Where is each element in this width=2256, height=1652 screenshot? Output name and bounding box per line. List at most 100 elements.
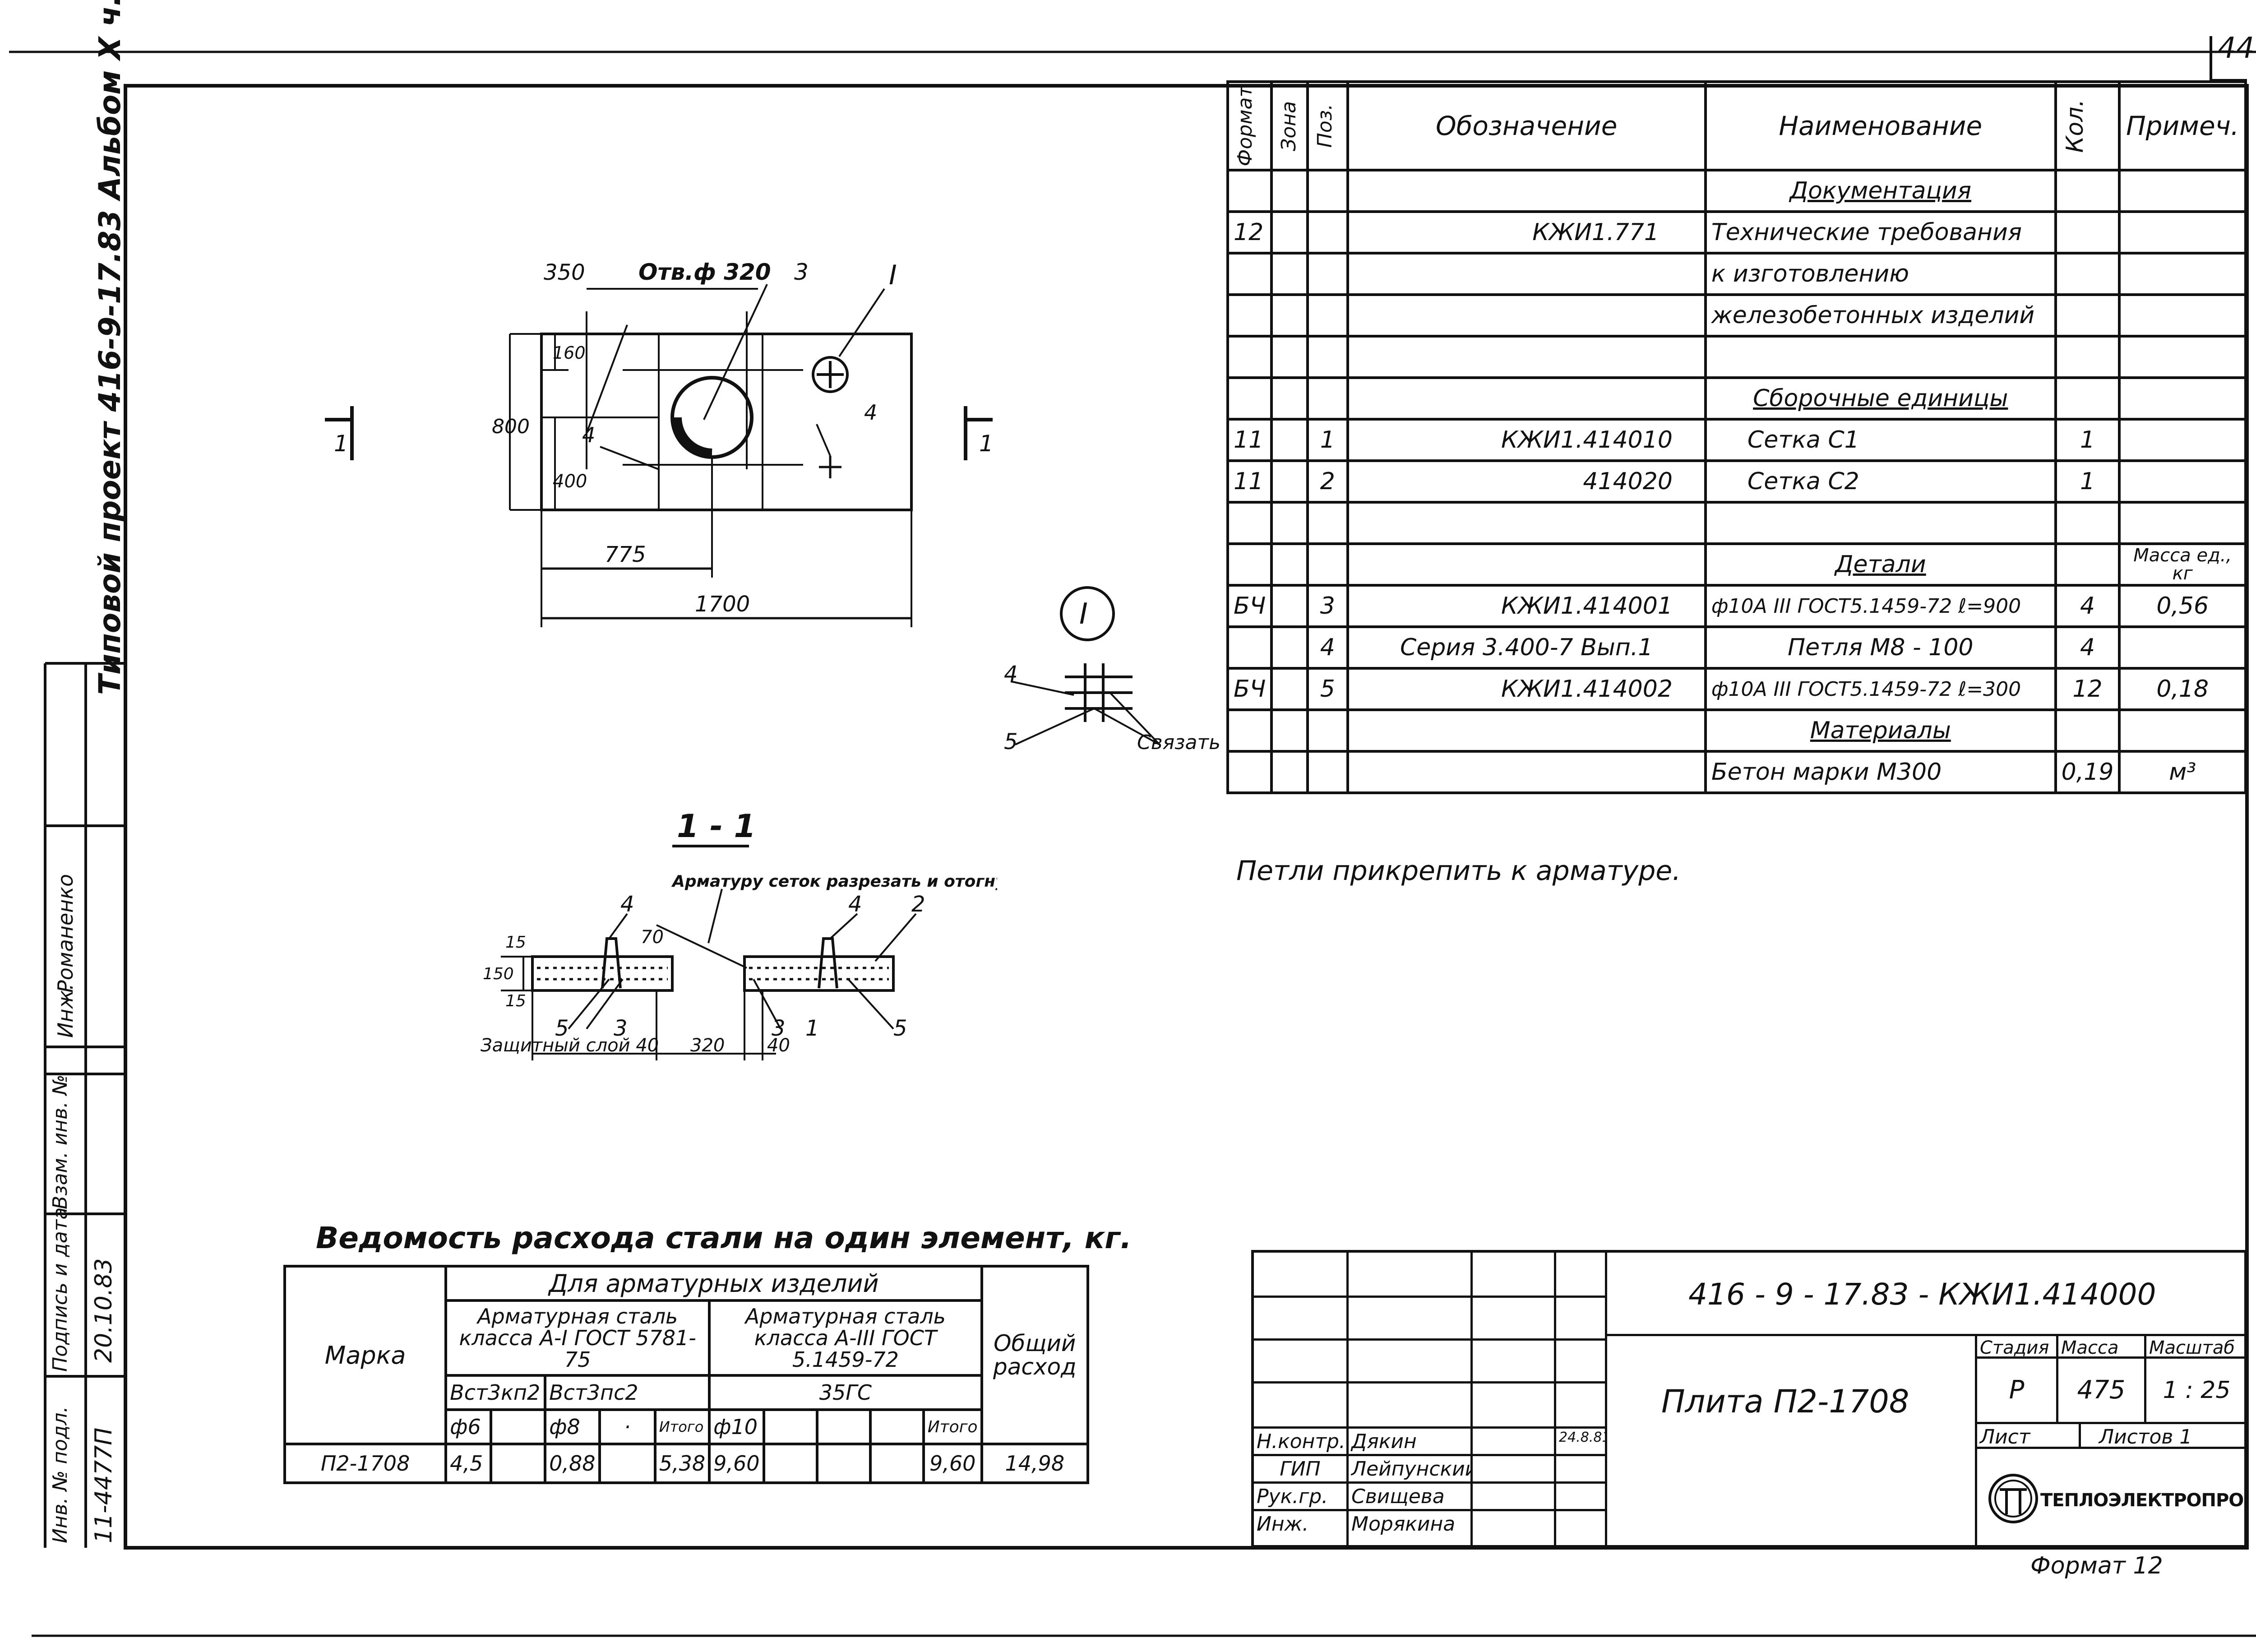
staff-name-2: Свищева	[1346, 1481, 1473, 1511]
sheet-title: Плита П2-1708	[1605, 1334, 1977, 1548]
doc-code: 416 - 9 - 17.83 - КЖИ1.414000	[1605, 1253, 2247, 1336]
staff-sign-1	[1470, 1454, 1556, 1484]
scale-label: Масштаб	[2144, 1334, 2247, 1359]
detail-pos4: 4	[1004, 662, 1018, 687]
staff-date-1	[1554, 1454, 1607, 1484]
hdr-pos: Поз.	[1313, 104, 1336, 148]
sign-value: 20.10.83	[90, 1258, 117, 1363]
inv-value: 11-4477П	[90, 1427, 117, 1543]
detail-I: I 4 5 Связать	[1004, 586, 1220, 754]
sec-pos3-b: 3	[772, 1016, 786, 1041]
steel-h-mark: Марка	[283, 1265, 448, 1445]
org-logo-icon	[1988, 1474, 2038, 1523]
steel-h-d6: ф6	[444, 1408, 493, 1445]
steel-h-35gs: 35ГС	[708, 1374, 983, 1411]
section-1-1: 1 - 1 Арматуру сеток разрезать и отогнут…	[481, 808, 997, 1060]
section-heading: Детали	[1835, 551, 1926, 578]
steel-h-a1: Арматурная сталь класса А-I ГОСТ 5781-75	[444, 1299, 711, 1377]
inv-label: Инв. № подл.	[49, 1406, 72, 1543]
loop-note: Петли прикрепить к арматуре.	[1236, 855, 1681, 887]
specification-table: Формат Зона Поз. Обозначение Наименовани…	[1226, 80, 2247, 794]
mass-value: 475	[2056, 1356, 2146, 1424]
pos4-right: 4	[864, 400, 877, 425]
cut-right: 1	[979, 430, 994, 457]
hdr-format: Формат	[1234, 85, 1257, 167]
protective-layer: Защитный слой 40	[481, 1035, 659, 1056]
sec-pos2: 2	[911, 892, 925, 917]
sec-dim-15-bot: 15	[505, 992, 526, 1010]
detail-title: I	[1079, 597, 1088, 631]
staff-sign-0	[1470, 1426, 1556, 1456]
sec-pos3-a: 3	[614, 1016, 628, 1041]
section-title: 1 - 1	[677, 808, 756, 845]
pos4-left: 4	[582, 423, 595, 447]
hdr-note: Примеч.	[2118, 80, 2247, 171]
steel-h-total: Общий расход	[980, 1265, 1090, 1445]
table-row	[1226, 501, 2247, 545]
section-note: Арматуру сеток разрезать и отогнуть	[671, 872, 997, 891]
dim-775: 775	[605, 542, 646, 567]
sec-dim-15-top: 15	[505, 933, 526, 952]
table-row: железобетонных изделий	[1226, 293, 2247, 338]
steel-h-itogo2: Итого	[922, 1408, 983, 1445]
sec-dim-70: 70	[641, 927, 664, 948]
vzam-label: Взам. инв. №	[49, 1074, 72, 1209]
sec-pos1: 1	[805, 1016, 819, 1041]
steel-table: Марка Для арматурных изделий Общий расхо…	[283, 1265, 1090, 1484]
sec-pos4-a: 4	[620, 892, 634, 917]
steel-table-title: Ведомость расхода стали на один элемент,…	[316, 1221, 1132, 1255]
title-block: Н.контр. Дякин 24.8.81 ГИП Лейпунский Ру…	[1251, 1250, 2247, 1548]
staff-date-3	[1554, 1509, 1607, 1548]
sec-dim-150: 150	[483, 965, 514, 983]
sec-pos5-b: 5	[893, 1016, 907, 1041]
section-heading: Материалы	[1810, 717, 1951, 744]
dim-1700: 1700	[695, 592, 750, 617]
org-name: ТЕПЛОЭЛЕКТРОПРОЕКТ	[2040, 1490, 2247, 1511]
sec-dim-320: 320	[690, 1035, 725, 1056]
callout-I: I	[889, 259, 897, 291]
staff-name-3: Морякина	[1346, 1509, 1473, 1548]
staff-sign-2	[1470, 1481, 1556, 1511]
steel-h-dot: ·	[598, 1408, 656, 1445]
staff-name: Романенко	[53, 874, 78, 993]
hdr-designation: Обозначение	[1346, 80, 1707, 171]
project-title: Типовой проект 416-9-17.83 Альбом X ч.2	[92, 0, 127, 695]
hdr-name: Наименование	[1704, 80, 2057, 171]
format-label: Формат 12	[2030, 1552, 2163, 1579]
staff-role-2: Рук.гр.	[1254, 1481, 1349, 1511]
scale-value: 1 : 25	[2144, 1356, 2247, 1424]
stage-value: Р	[1975, 1356, 2058, 1424]
mass-label: Масса	[2056, 1334, 2146, 1359]
staff-name-1: Лейпунский	[1346, 1454, 1473, 1484]
sheet-label: Лист	[1975, 1422, 2081, 1449]
staff-sign-3	[1470, 1509, 1556, 1548]
hdr-qty: Кол.	[2061, 99, 2089, 153]
steel-h-vst3ps2: Вст3пс2	[544, 1374, 711, 1411]
spec-header-row: Формат Зона Поз. Обозначение Наименовани…	[1226, 80, 2247, 171]
sec-dim-40: 40	[767, 1035, 790, 1056]
section-heading: Сборочные единицы	[1753, 385, 2008, 412]
table-row	[1226, 335, 2247, 379]
cut-left: 1	[334, 430, 348, 457]
dim-350: 350	[544, 260, 585, 285]
tie-note: Связать	[1137, 731, 1220, 754]
staff-date-2	[1554, 1481, 1607, 1511]
staff-role-3: Инж.	[1254, 1509, 1349, 1548]
staff-name-0: Дякин	[1346, 1426, 1473, 1456]
dim-400: 400	[553, 471, 587, 492]
steel-h-a3: Арматурная сталь класса А-III ГОСТ 5.145…	[708, 1299, 983, 1377]
table-row: П2-1708 4,5 0,88 5,38 9,60 9,60 14,98	[283, 1443, 1090, 1484]
steel-h-d8: ф8	[544, 1408, 601, 1445]
steel-h-vst3kp2: Вст3кп2	[444, 1374, 547, 1411]
dim-160: 160	[553, 343, 586, 363]
steel-h-itogo1: Итого	[653, 1408, 711, 1445]
plate-outline	[540, 333, 913, 511]
